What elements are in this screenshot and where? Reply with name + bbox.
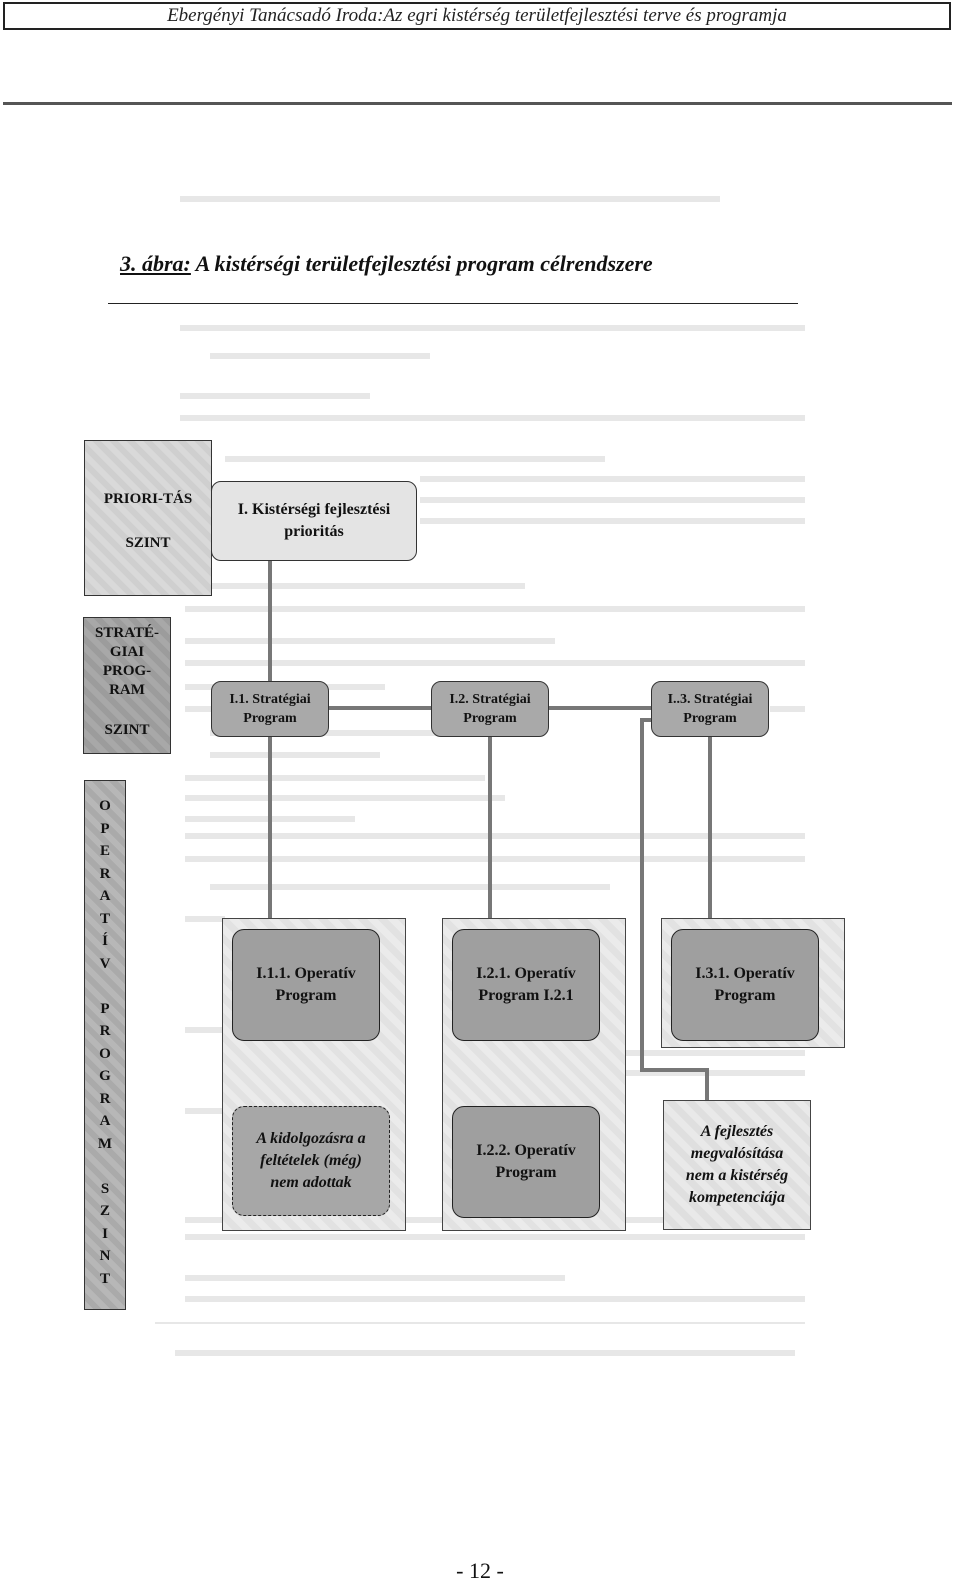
operative-level-letter: O: [99, 798, 111, 814]
caption-rule: [108, 303, 798, 304]
operative-level-letter: Í: [102, 933, 108, 949]
not-ready-line: nem adottak: [270, 1174, 352, 1191]
operative-node-label: I.2.1. Operatív: [476, 965, 576, 982]
strategic-node-label: I..3. Stratégiai: [667, 692, 753, 707]
priority-node-line1: I. Kistérségi fejlesztési: [237, 501, 391, 518]
priority-level-title: PRIORI-TÁS: [103, 491, 193, 507]
strategic-node-label: Program: [243, 711, 297, 726]
priority-node: I. Kistérségi fejlesztési prioritás: [211, 481, 417, 561]
operative-level-letter: A: [99, 888, 111, 904]
header-author: Ebergényi Tanácsadó Iroda:: [167, 5, 384, 26]
operative-level-letter: R: [99, 865, 111, 882]
operative-level-letter: O: [99, 1045, 111, 1062]
operative-node-label: I.1.1. Operatív: [256, 965, 356, 982]
not-ready-line: A kidolgozásra a: [256, 1130, 366, 1147]
operative-level-letter: A: [99, 1113, 111, 1129]
running-header: Ebergényi Tanácsadó Iroda: Az egri kisté…: [3, 2, 951, 30]
operative-level-letter: V: [99, 955, 111, 972]
operative-level-letter: Z: [99, 1203, 110, 1219]
strategic-level-label: STRATÉ-GIAI PROG-RAM SZINT: [83, 617, 171, 754]
priority-level-suffix: SZINT: [125, 535, 171, 551]
outside-line: megvalósítása: [690, 1145, 784, 1162]
operative-level-letter: R: [99, 1023, 111, 1039]
operative-node-label: Program: [275, 987, 337, 1004]
outside-line: nem a kistérség: [685, 1167, 789, 1184]
priority-node-line2: prioritás: [284, 523, 344, 540]
operative-level-letter: T: [99, 1270, 110, 1287]
operative-level-letter: I: [102, 1225, 108, 1242]
operative-level-letter: R: [99, 1090, 111, 1107]
strategic-node-label: Program: [463, 711, 517, 726]
operative-level-letter: [85, 1155, 125, 1178]
outside-competence-node: A fejlesztés megvalósítása nem a kistérség…: [663, 1100, 811, 1230]
header-document-title: Az egri kistérség területfejlesztési ter…: [383, 5, 787, 26]
outside-line: kompetenciája: [689, 1189, 785, 1206]
strategic-node-label: I.2. Stratégiai: [449, 692, 531, 707]
not-ready-line: feltételek (még): [260, 1152, 362, 1169]
operative-level-letter: [85, 975, 125, 998]
operative-level-letter: P: [100, 1000, 110, 1017]
operative-level-letter: P: [100, 820, 110, 837]
strategic-level-suffix: SZINT: [104, 722, 150, 738]
figure-caption: 3. ábra: A kistérségi területfejlesztési…: [120, 251, 653, 277]
operative-node-label: Program: [495, 1164, 557, 1181]
not-ready-node: A kidolgozásra a feltételek (még) nem adot…: [232, 1106, 390, 1216]
operative-node-label: Program: [714, 987, 776, 1004]
operative-level-letter: G: [99, 1068, 111, 1084]
outside-line: A fejlesztés: [700, 1123, 774, 1140]
operative-node-label: I.3.1. Operatív: [695, 965, 795, 982]
page-number: - 12 -: [456, 1558, 504, 1583]
priority-level-label: PRIORI-TÁS SZINT: [84, 440, 212, 596]
operative-level-letter: T: [99, 910, 110, 927]
operative-level-letter: N: [99, 1248, 111, 1264]
strategic-node-label: Program: [683, 711, 737, 726]
operative-level-letter: M: [97, 1135, 113, 1152]
strategic-node-label: I.1. Stratégiai: [229, 692, 311, 707]
figure-title: A kistérségi területfejlesztési program …: [195, 251, 653, 276]
operative-node-label: Program I.2.1: [478, 987, 574, 1004]
strategic-level-title: STRATÉ-GIAI PROG-RAM: [95, 625, 159, 698]
figure-label: 3. ábra:: [120, 251, 191, 276]
operative-node-label: I.2.2. Operatív: [476, 1142, 576, 1159]
operative-level-letter: E: [99, 843, 110, 859]
operative-level-letter: S: [100, 1180, 110, 1197]
header-rule: [3, 102, 952, 105]
